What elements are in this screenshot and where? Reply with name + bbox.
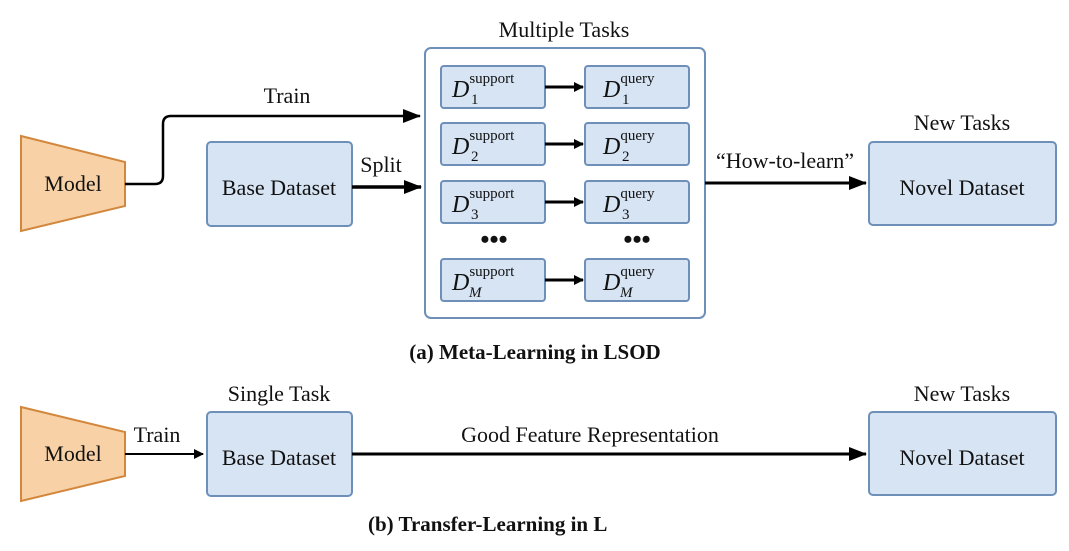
meta-base-dataset-label: Base Dataset xyxy=(222,175,336,200)
transfer-base-dataset-label: Base Dataset xyxy=(222,445,336,470)
representation-label: Good Feature Representation xyxy=(461,422,719,447)
meta-learning-panel: Model Train Base Dataset Split Multiple … xyxy=(20,17,1057,364)
meta-model-label: Model xyxy=(44,171,101,196)
support-set-label-1: Dsupport xyxy=(451,71,515,103)
query-set-index-2: 2 xyxy=(622,149,630,165)
transfer-novel-dataset-label: Novel Dataset xyxy=(899,445,1024,470)
query-set-box-m xyxy=(584,258,690,302)
transfer-learning-panel: Model Train Single Task Base Dataset Goo… xyxy=(20,381,1057,536)
meta-train-arrow xyxy=(125,109,421,186)
support-ellipsis: ••• xyxy=(480,225,507,254)
task-row-1: Dsupport 1 Dquery 1 xyxy=(440,65,690,109)
transfer-learning-caption: (b) Transfer-Learning in L xyxy=(368,512,607,536)
transfer-new-tasks-label: New Tasks xyxy=(914,381,1010,406)
meta-train-label: Train xyxy=(264,83,311,108)
how-to-learn-label: “How-to-learn” xyxy=(716,148,854,173)
transfer-novel-dataset-box xyxy=(868,411,1057,496)
support-set-index-2: 2 xyxy=(471,149,479,165)
query-set-index-1: 1 xyxy=(622,92,630,108)
support-set-label-m: Dsupport xyxy=(451,264,515,296)
support-set-label-3: Dsupport xyxy=(451,186,515,218)
meta-base-dataset-box xyxy=(206,141,353,227)
support-set-index-3: 3 xyxy=(471,207,479,223)
query-set-index-3: 3 xyxy=(622,207,630,223)
support-set-index-m: M xyxy=(468,285,483,301)
support-set-label-2: Dsupport xyxy=(451,128,515,160)
query-set-index-m: M xyxy=(619,285,634,301)
meta-learning-caption: (a) Meta-Learning in LSOD xyxy=(409,340,660,364)
query-set-box-1 xyxy=(584,65,690,109)
query-ellipsis: ••• xyxy=(623,225,650,254)
task-row-3: Dsupport 3 Dquery 3 xyxy=(440,180,690,224)
meta-new-tasks-label: New Tasks xyxy=(914,110,1010,135)
task-row-2: Dsupport 2 Dquery 2 xyxy=(440,122,690,166)
query-set-label-m: Dquery xyxy=(602,264,655,296)
meta-split-label: Split xyxy=(360,152,402,177)
meta-novel-dataset-label: Novel Dataset xyxy=(899,175,1024,200)
query-set-box-3 xyxy=(584,180,690,224)
query-set-label-3: Dquery xyxy=(602,186,655,218)
support-set-index-1: 1 xyxy=(471,92,479,108)
single-task-label: Single Task xyxy=(228,381,331,406)
multiple-tasks-title: Multiple Tasks xyxy=(499,17,630,42)
transfer-model-shape xyxy=(20,405,126,503)
task-row-m: Dsupport M Dquery M xyxy=(440,258,690,302)
query-set-box-2 xyxy=(584,122,690,166)
query-set-label-2: Dquery xyxy=(602,128,655,160)
meta-novel-dataset-box xyxy=(868,141,1057,226)
transfer-train-label: Train xyxy=(134,422,181,447)
meta-model-shape xyxy=(20,134,126,233)
transfer-model-label: Model xyxy=(44,441,101,466)
query-set-label-1: Dquery xyxy=(602,71,655,103)
